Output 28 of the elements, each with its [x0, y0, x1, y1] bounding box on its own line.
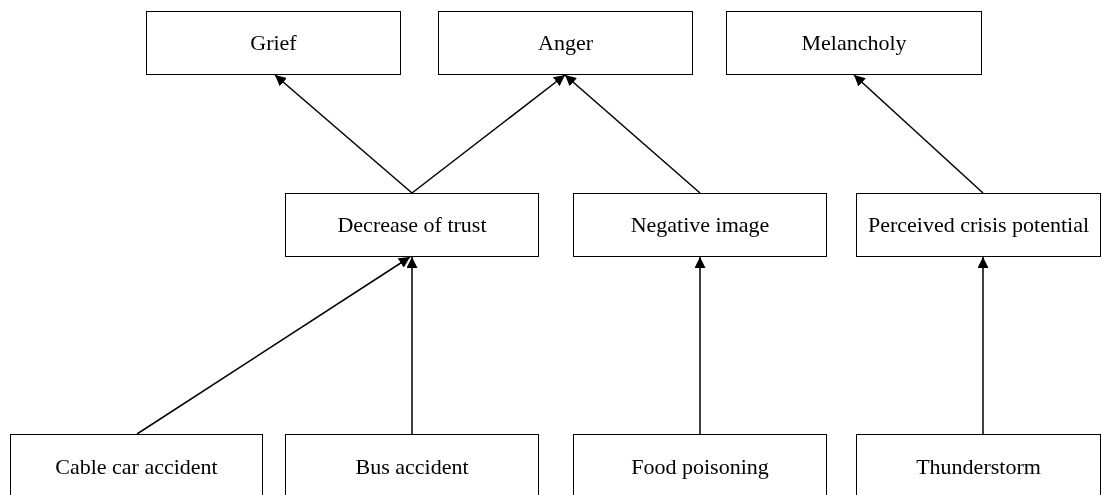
node-label: Bus accident	[355, 454, 469, 480]
node-label: Decrease of trust	[337, 212, 487, 238]
node-box	[146, 11, 401, 75]
node-box	[856, 434, 1101, 495]
node-label: Food poisoning	[631, 454, 769, 480]
arrow	[411, 74, 566, 194]
arrow	[853, 74, 984, 194]
node-label: Grief	[250, 30, 297, 56]
node-label: Perceived crisis potential	[867, 212, 1090, 238]
arrow	[136, 256, 411, 435]
arrow	[977, 256, 989, 435]
node-box	[10, 434, 263, 495]
arrow	[564, 74, 701, 194]
node-box	[573, 193, 827, 257]
node-label: Anger	[538, 30, 593, 56]
arrow	[274, 74, 413, 194]
node-box	[856, 193, 1101, 257]
node-box	[438, 11, 693, 75]
node-label: Thunderstorm	[916, 454, 1041, 480]
node-label: Cable car accident	[55, 454, 218, 480]
node-box	[573, 434, 827, 495]
arrow	[694, 256, 706, 435]
node-label: Melancholy	[801, 30, 907, 56]
node-box	[726, 11, 982, 75]
arrow	[406, 256, 418, 435]
node-box	[285, 434, 539, 495]
node-box	[285, 193, 539, 257]
node-label: Negative image	[630, 212, 770, 238]
